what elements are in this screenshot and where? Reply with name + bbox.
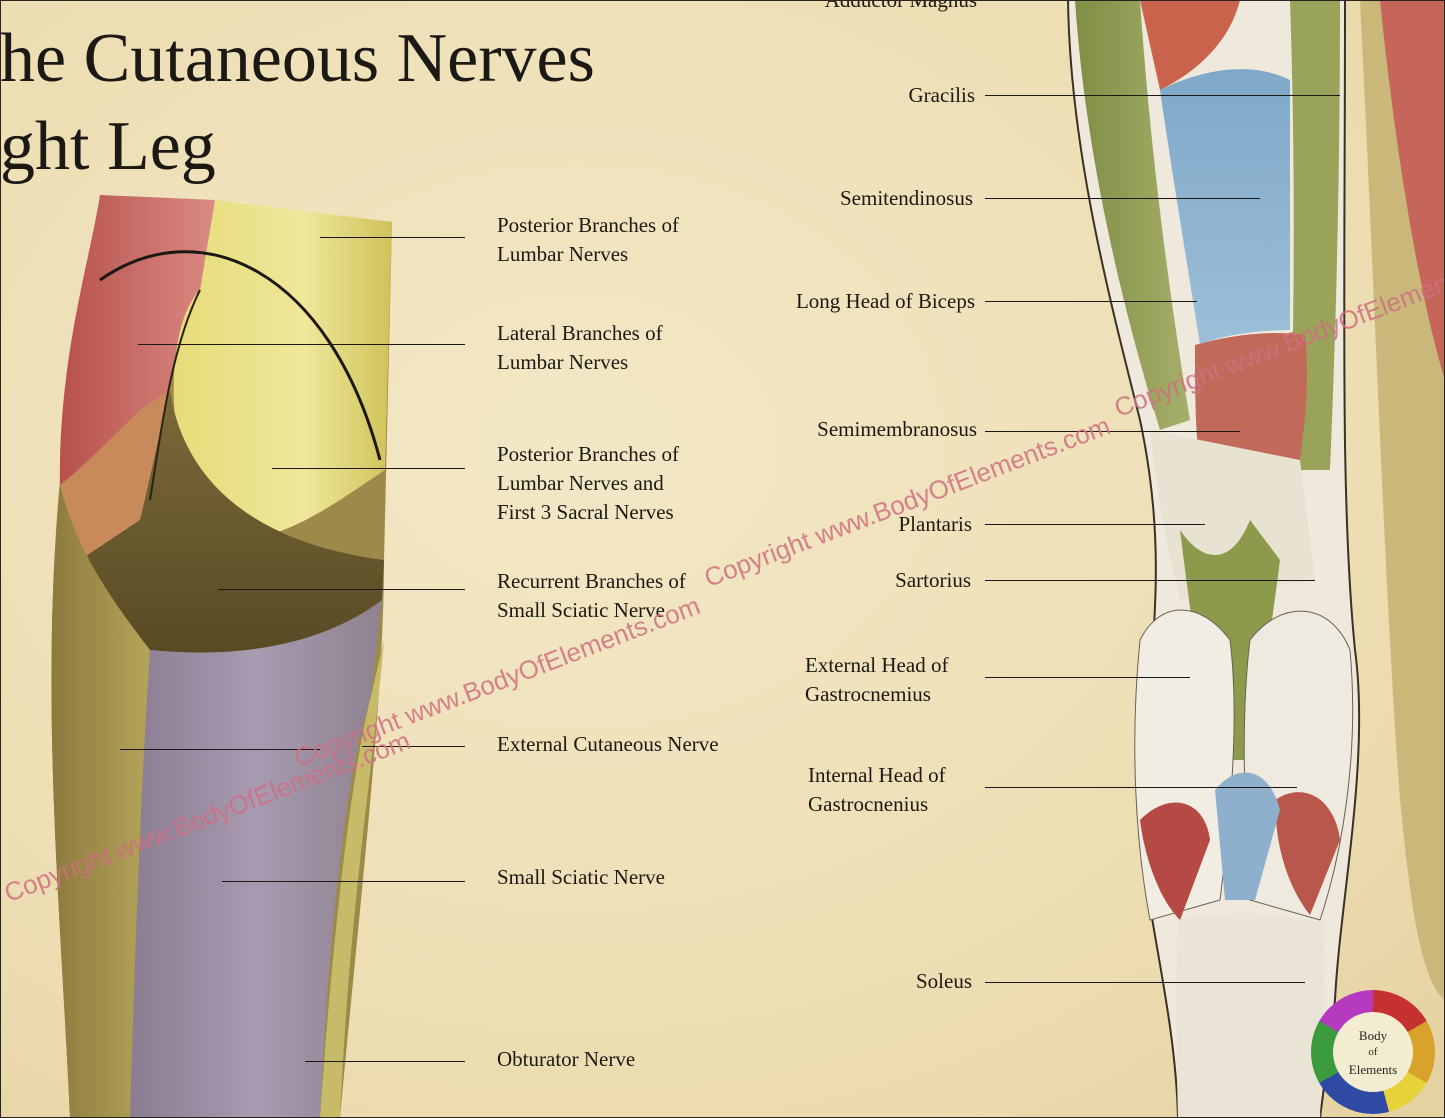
leader-line (985, 677, 1190, 678)
muscle-label: Long Head of Biceps (795, 289, 975, 313)
leader-line (320, 237, 465, 238)
muscle-label: Semimembranosus (817, 417, 977, 441)
muscle-label: Semitendinosus (839, 186, 973, 210)
muscle-label: Sartorius (895, 568, 971, 592)
left-leg-diagram (51, 195, 393, 1118)
right-leg-diagram (1066, 0, 1445, 1118)
leader-line (985, 431, 1240, 432)
title-line-1: he Cutaneous Nerves (0, 20, 595, 97)
leader-line (985, 95, 1340, 96)
leader-line (985, 198, 1260, 199)
leader-line (305, 1061, 465, 1062)
nerve-label: Obturator Nerve (497, 1047, 636, 1071)
title-line-2: ght Leg (0, 108, 216, 185)
muscle-label: Gracilis (908, 83, 975, 107)
leader-line (985, 580, 1315, 581)
leader-line (362, 746, 465, 747)
leader-line (120, 749, 320, 750)
leader-line (272, 468, 465, 469)
body-of-elements-logo: Body of Elements (1311, 990, 1435, 1114)
leader-line (985, 982, 1305, 983)
leader-line (985, 301, 1197, 302)
leader-line (985, 524, 1205, 525)
muscle-label: Plantaris (898, 512, 973, 536)
muscle-label: Soleus (915, 969, 972, 993)
leader-line (985, 787, 1297, 788)
nerve-label: Small Sciatic Nerve (497, 865, 665, 889)
muscle-label: Adductor Magnus (824, 0, 977, 12)
leader-line (218, 589, 465, 590)
leader-line (138, 344, 465, 345)
leader-line (222, 881, 465, 882)
nerve-label: External Cutaneous Nerve (497, 732, 719, 756)
